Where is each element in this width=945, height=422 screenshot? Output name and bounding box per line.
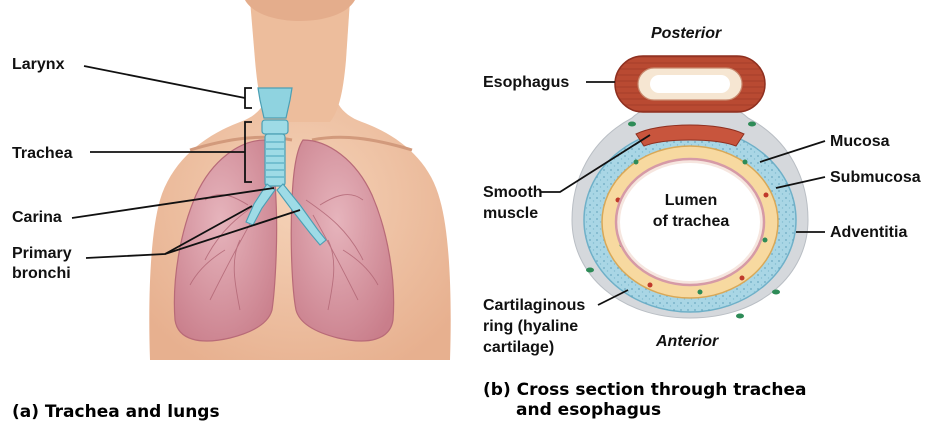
bracket-larynx <box>245 88 252 108</box>
label-posterior: Posterior <box>651 25 722 42</box>
label-smooth-muscle-line1: Smooth <box>483 184 543 201</box>
label-anterior: Anterior <box>655 333 719 350</box>
label-esophagus: Esophagus <box>483 74 569 91</box>
label-larynx: Larynx <box>12 56 65 73</box>
label-lumen-line2: of trachea <box>653 213 730 230</box>
thyroid-cartilage <box>262 120 288 134</box>
label-submucosa: Submucosa <box>830 169 921 186</box>
leader-larynx <box>84 66 245 98</box>
label-smooth-muscle-line2: muscle <box>483 205 538 222</box>
label-lumen-line1: Lumen <box>665 192 717 209</box>
label-mucosa: Mucosa <box>830 133 890 150</box>
caption-b-line2: and esophagus <box>516 400 661 420</box>
label-carina: Carina <box>12 209 62 226</box>
label-cartilage-line3: cartilage) <box>483 339 554 356</box>
label-cartilage-line1: Cartilaginous <box>483 297 585 314</box>
label-primary-bronchi-line1: Primary <box>12 245 72 262</box>
larynx-structure <box>258 88 292 118</box>
caption-a: (a) Trachea and lungs <box>12 402 220 422</box>
esophagus-lumen <box>650 75 730 93</box>
label-primary-bronchi-line2: bronchi <box>12 265 71 282</box>
label-cartilage-line2: ring (hyaline <box>483 318 578 335</box>
label-adventitia: Adventitia <box>830 224 907 241</box>
caption-b-line1: (b) Cross section through trachea <box>483 380 806 400</box>
label-trachea: Trachea <box>12 145 73 162</box>
cross-section <box>572 56 808 319</box>
